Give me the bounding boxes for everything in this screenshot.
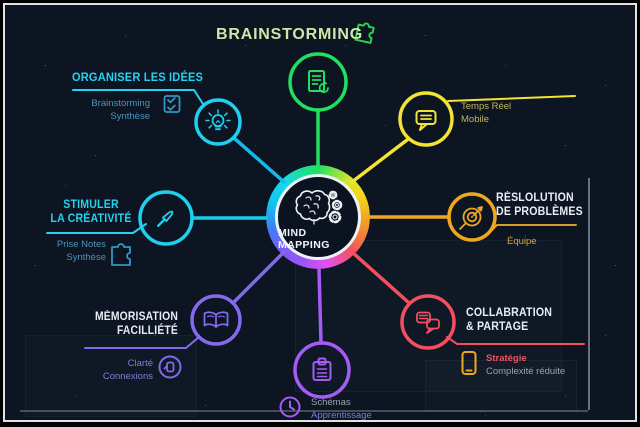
stimuler-heading-line2: LA CRÉATIVITÉ [50,212,132,225]
target-dart-icon [447,192,497,242]
collaboration-heading-line2: & PARTAGE [466,320,529,333]
stimuler-heading: STIMULER LA CRÉATIVITÉ [49,199,134,226]
resolution-sub-1: Équipe [507,236,537,247]
hub-label: MIND MAPPING [278,227,330,251]
stimuler-subtext: Prise Notes Synthèse [34,238,106,265]
bg-screen-shape [425,360,577,412]
bg-screen-shape [295,240,562,392]
memorisation-heading-line1: MÉMORISATION [94,311,178,323]
chat-bubbles-icon [400,294,456,350]
memorisation-sub-1: Clarté [127,358,153,369]
brain-gears-icon [295,190,343,225]
collaboration-heading: COLLABRATION & PARTAGE [466,307,552,334]
puzzle-icon [354,22,375,44]
schemas-sub-2: Apprentissage [311,410,372,422]
organiser-heading: ORGANISER LES IDÉES [72,70,204,84]
checklist-icon [163,95,181,113]
temps-reel-sub-2: Mobile [461,114,489,126]
stimuler-sub-1: Prise Notes [56,239,106,250]
hub-circle: MIND MAPPING [275,174,361,260]
temps-reel-subtext: Temps Réel Mobile [461,100,511,127]
bg-monitor-edge [588,178,590,410]
smartphone-icon [461,351,477,375]
resolution-heading: RÉSLOLUTION DE PROBLÈMES [496,192,583,219]
main-title: BRAINSTORMING [216,26,363,43]
hand-icon [158,355,182,379]
memorisation-heading: MÉMORISATION FACILLIÉTÉ [70,311,178,338]
memorisation-sub-2: Connexions [102,371,153,383]
background [5,5,636,420]
memorisation-subtext: Clarté Connexions [71,357,153,384]
paintbrush-icon [138,190,194,246]
organiser-subtext: Brainstorming Synthèse [58,97,150,124]
organiser-sub-2: Synthèse [110,111,150,123]
collaboration-sub-1: Stratégie [486,353,527,364]
memorisation-heading-line2: FACILLIÉTÉ [116,324,178,337]
clock-icon [279,396,301,418]
puzzle-icon [111,243,131,266]
bg-desk-edge [20,410,588,412]
collaboration-heading-line1: COLLABRATION [466,307,553,319]
clipboard-icon [293,341,351,399]
resolution-heading-line1: RÉSLOLUTION [496,192,574,204]
document-report-icon [288,52,348,112]
open-book-icon [190,294,242,346]
spoke-lines [190,108,451,345]
stimuler-heading-line1: STIMULER [63,199,119,211]
organiser-sub-1: Brainstorming [91,98,150,109]
stimuler-sub-2: Synthèse [66,252,106,264]
temps-reel-sub-1: Temps Réel [461,101,512,112]
lightbulb-icon [194,98,242,146]
speech-bubble-icon [398,91,454,147]
schemas-sub-1: Schémas [311,397,351,408]
schemas-subtext: Schémas Apprentissage [311,396,372,423]
collaboration-sub-2: Complexité réduite [486,366,566,377]
resolution-heading-line2: DE PROBLÈMES [496,205,583,218]
